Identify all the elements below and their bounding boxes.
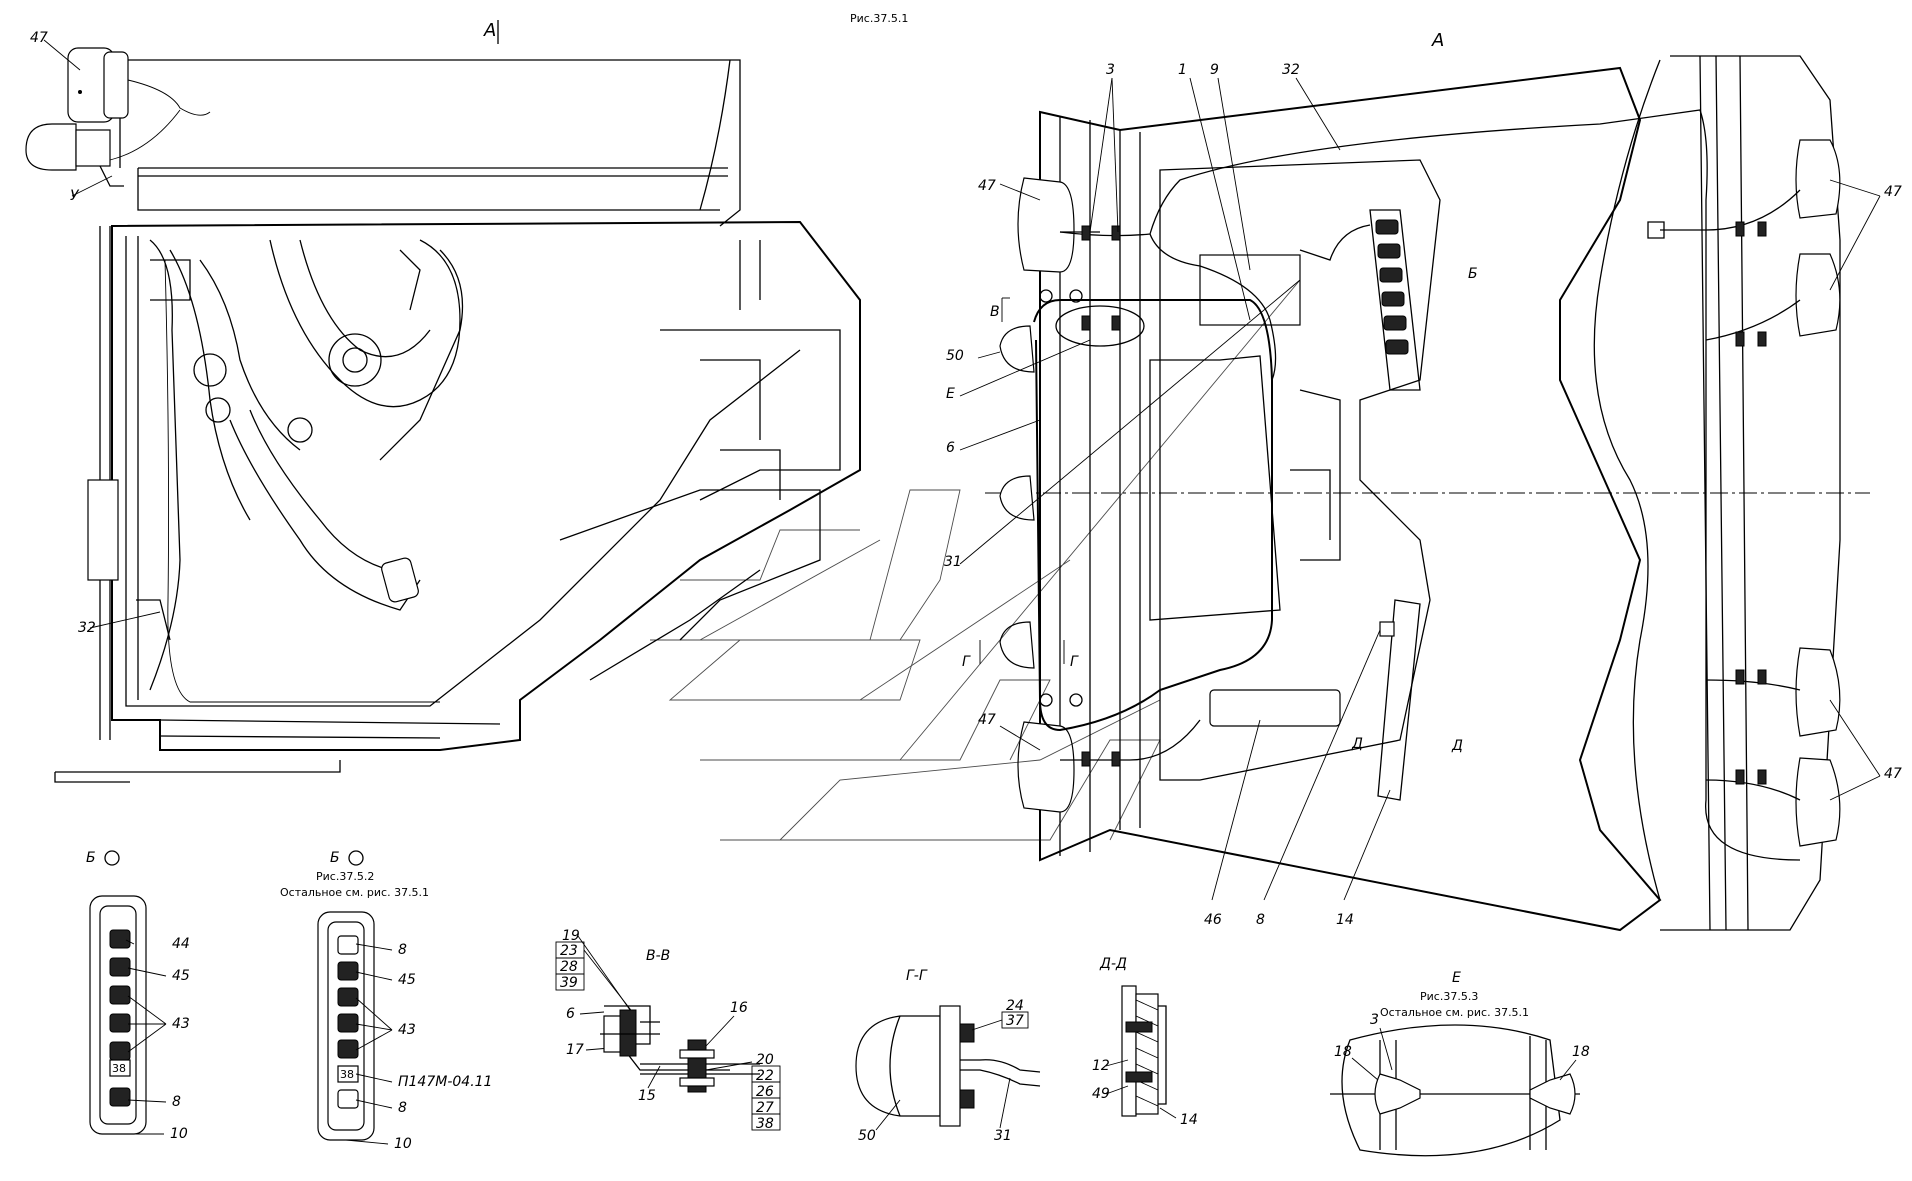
callout-45-b1: 45 — [172, 968, 190, 984]
view-e-title: Е — [1452, 970, 1461, 986]
section-v-marker: В — [990, 304, 1000, 320]
view-a-right-label: А — [1431, 30, 1444, 51]
section-d-marker-right: Д — [1451, 738, 1463, 754]
figure-title: Рис.37.5.1 — [850, 12, 908, 25]
callout-39: 39 — [560, 975, 578, 991]
callout-45-b2: 45 — [398, 972, 416, 988]
callout-47-upper-right: 47 — [1884, 184, 1902, 200]
callout-10-b2: 10 — [394, 1136, 412, 1152]
callout-43-b1: 43 — [172, 1016, 190, 1032]
left-view: А 47 У — [25, 20, 861, 783]
callout-8-b2-top: 8 — [398, 942, 407, 958]
callout-17: 17 — [566, 1042, 584, 1058]
callout-31: 31 — [944, 554, 962, 570]
callout-18-right: 18 — [1572, 1044, 1590, 1060]
callout-p147m: П147М-04.11 — [398, 1074, 492, 1090]
panel-b2-subtitle2: Остальное см. рис. 37.5.1 — [280, 886, 429, 899]
callout-24: 24 — [1006, 998, 1024, 1014]
callout-37: 37 — [1006, 1013, 1024, 1029]
callout-31-gg: 31 — [994, 1128, 1012, 1144]
callout-47-left: 47 — [30, 30, 48, 46]
section-g-marker-right: Г — [1070, 654, 1079, 670]
callout-22: 22 — [756, 1068, 774, 1084]
view-e-subtitle2: Остальное см. рис. 37.5.1 — [1380, 1006, 1529, 1019]
callout-e: Е — [946, 386, 955, 402]
callout-47-lower-left: 47 — [978, 712, 996, 728]
callout-47-upper-left: 47 — [978, 178, 996, 194]
section-vv-title: В-В — [646, 948, 670, 964]
callout-50: 50 — [946, 348, 964, 364]
callout-15: 15 — [638, 1088, 656, 1104]
callout-50-gg: 50 — [858, 1128, 876, 1144]
callout-12: 12 — [1092, 1058, 1110, 1074]
callout-3-top: 3 — [1106, 62, 1115, 78]
section-dd: Д-Д 12 49 14 — [1092, 956, 1198, 1128]
section-gg: Г-Г 24 37 50 31 — [855, 968, 1041, 1144]
view-e-subtitle1: Рис.37.5.3 — [1420, 990, 1478, 1003]
panel-b2-slot-mark: 38 — [340, 1068, 354, 1081]
callout-27: 27 — [756, 1100, 774, 1116]
panel-b1: Б 38 44 45 43 8 10 — [86, 850, 190, 1142]
callout-8-b1: 8 — [172, 1094, 181, 1110]
section-g-marker-left: Г — [962, 654, 971, 670]
panel-b1-title: Б — [86, 850, 96, 866]
callout-8: 8 — [1256, 912, 1265, 928]
panel-b2-subtitle1: Рис.37.5.2 — [316, 870, 374, 883]
connector-block — [1369, 209, 1421, 391]
callout-14: 14 — [1336, 912, 1354, 928]
section-vv: В-В 19 23 28 39 6 17 15 16 20 22 26 27 — [555, 928, 781, 1132]
harness-clamps — [1081, 221, 1767, 785]
panel-b2: Б Рис.37.5.2 Остальное см. рис. 37.5.1 3… — [280, 850, 492, 1152]
callout-49: 49 — [1092, 1086, 1110, 1102]
section-gg-title: Г-Г — [906, 968, 928, 984]
callout-14-dd: 14 — [1180, 1112, 1198, 1128]
callout-23: 23 — [560, 943, 578, 959]
callout-26: 26 — [756, 1084, 774, 1100]
callout-28: 28 — [560, 959, 578, 975]
callout-47-lower-right: 47 — [1884, 766, 1902, 782]
view-b-right-label: Б — [1468, 266, 1478, 282]
callout-32-right: 32 — [1282, 62, 1300, 78]
callout-6-vv: 6 — [566, 1006, 575, 1022]
callout-19: 19 — [562, 928, 580, 944]
callout-44: 44 — [172, 936, 190, 952]
callout-46: 46 — [1204, 912, 1222, 928]
callout-16: 16 — [730, 1000, 748, 1016]
view-e: Е Рис.37.5.3 Остальное см. рис. 37.5.1 3… — [1330, 970, 1590, 1157]
callout-1: 1 — [1178, 62, 1187, 78]
section-dd-title: Д-Д — [1099, 956, 1127, 972]
section-d-marker-left: Д — [1351, 736, 1363, 752]
callout-3-e: 3 — [1370, 1012, 1379, 1028]
view-a-left-label: А — [483, 20, 496, 41]
callout-18-left: 18 — [1334, 1044, 1352, 1060]
callout-32-left: 32 — [78, 620, 96, 636]
panel-b2-title: Б — [330, 850, 340, 866]
callout-10-b1: 10 — [170, 1126, 188, 1142]
callout-9: 9 — [1210, 62, 1219, 78]
ghost-outline — [650, 279, 1301, 841]
callout-6: 6 — [946, 440, 955, 456]
callout-8-b2-bottom: 8 — [398, 1100, 407, 1116]
panel-b1-slot-mark: 38 — [112, 1062, 126, 1075]
callout-u: У — [70, 188, 80, 204]
callout-20: 20 — [756, 1052, 774, 1068]
right-view: А Б — [650, 30, 1902, 932]
callout-43-b2: 43 — [398, 1022, 416, 1038]
callout-38-vv: 38 — [756, 1116, 774, 1132]
